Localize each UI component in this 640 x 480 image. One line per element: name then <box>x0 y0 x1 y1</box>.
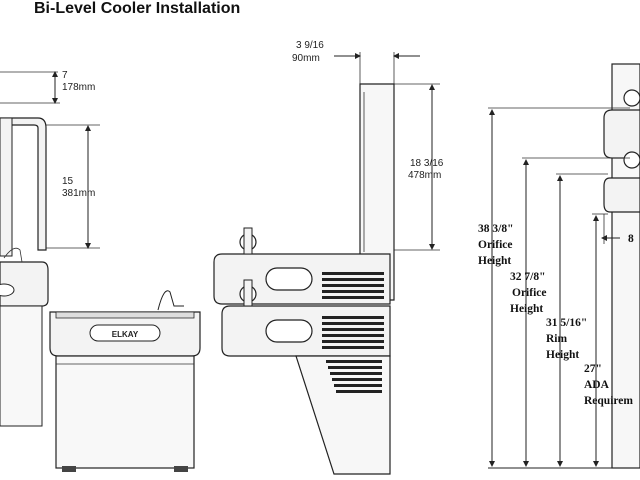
front-view-drawing: ELKAY <box>0 71 201 472</box>
lower-side-button <box>265 319 313 343</box>
upper-cabinet <box>0 117 13 257</box>
height-32-7-8-value: 32 7/8" <box>510 271 545 283</box>
upper-side-button <box>265 267 313 291</box>
lower-bubbler-right <box>623 151 640 169</box>
height-31-5-16-label-1: Rim <box>546 333 568 345</box>
dim-7-mm-label: 178mm <box>62 82 95 93</box>
height-view-drawing <box>488 63 640 469</box>
upper-cooler-basin <box>0 261 49 307</box>
height-38-3-8-label-1: Orifice <box>478 239 512 251</box>
brand-logo-text: ELKAY <box>112 330 139 339</box>
height-27-label-2: Requirem <box>584 395 633 407</box>
upper-cooler-right <box>603 109 640 159</box>
dim-3-9-16-inch-label: 3 9/16 <box>296 40 324 51</box>
dim-18-3-16-mm-label: 478mm <box>408 170 441 181</box>
dim-8-label: 8 <box>628 233 634 245</box>
upper-grille <box>322 272 384 299</box>
height-32-7-8-label-2: Height <box>510 303 543 315</box>
lower-cooler-right <box>603 177 640 213</box>
dim-18-3-16-inch-label: 18 3/16 <box>410 158 444 169</box>
height-32-7-8-label-1: Orifice <box>512 287 546 299</box>
diagram-title: Bi-Level Cooler Installation <box>34 0 241 17</box>
height-27-value: 27" <box>584 363 602 375</box>
dim-15-mm-label: 381mm <box>62 188 95 199</box>
dim-3-9-16-mm-label: 90mm <box>292 53 320 64</box>
brand-plate <box>89 324 161 342</box>
upper-bubbler-right <box>623 89 640 107</box>
height-38-3-8-value: 38 3/8" <box>478 223 513 235</box>
height-38-3-8-label-2: Height <box>478 255 511 267</box>
lower-bubbler <box>157 290 184 311</box>
height-31-5-16-label-2: Height <box>546 349 579 361</box>
side-view-drawing <box>213 52 440 475</box>
bottle-filler-side <box>359 83 395 301</box>
height-27-label-1: ADA <box>584 379 610 391</box>
dim-15-inch-label: 15 <box>62 176 74 187</box>
dim-7-inch-label: 7 <box>62 70 68 81</box>
height-31-5-16-value: 31 5/16" <box>546 317 587 329</box>
upper-push-button <box>0 283 15 297</box>
upper-cabinet-body <box>0 305 43 427</box>
bottle-filler-tower <box>0 117 47 251</box>
lower-grille <box>322 316 384 393</box>
lower-cabinet <box>55 355 195 469</box>
upper-bubbler <box>3 247 23 263</box>
